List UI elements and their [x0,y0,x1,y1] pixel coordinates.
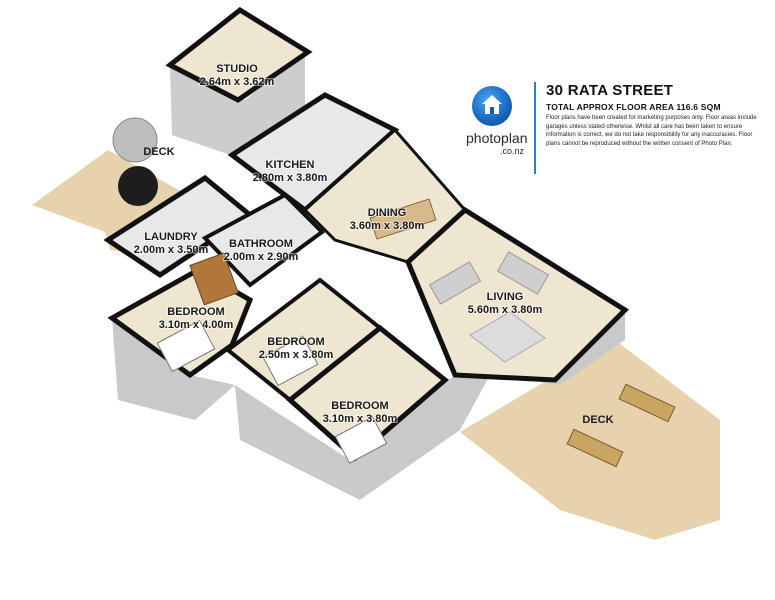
bed-2 [262,335,319,387]
disclaimer-text: Floor plans have been created for market… [546,115,757,147]
header-divider [534,82,536,174]
sofa [428,261,482,305]
living-floor [405,206,629,383]
exterior-walls [112,310,625,500]
rug [469,311,546,363]
deck-label-right: DECK [582,414,613,426]
studio-floor [165,6,313,103]
sofa-2 [496,251,550,295]
bathroom-floor [201,192,326,288]
dining-table [369,198,437,240]
bed-3 [334,416,388,464]
deck-bench-2 [618,383,676,423]
wardrobe [189,252,239,306]
bed-1 [156,319,216,373]
brand-domain: .co.nz [500,146,525,156]
brand-logo-text: photoplan [466,130,528,146]
floor-area: TOTAL APPROX FLOOR AREA 116.6 SQM [546,102,721,112]
bedroom-3-floor [286,324,449,462]
deck-label-left: DECK [143,146,174,158]
header-block: photoplan .co.nz 30 RATA STREET TOTAL AP… [466,82,766,174]
property-address: 30 RATA STREET [546,82,674,99]
deck-bench-1 [566,428,624,468]
house-icon [472,86,512,126]
outdoor-table [118,166,158,206]
umbrella [112,117,158,163]
